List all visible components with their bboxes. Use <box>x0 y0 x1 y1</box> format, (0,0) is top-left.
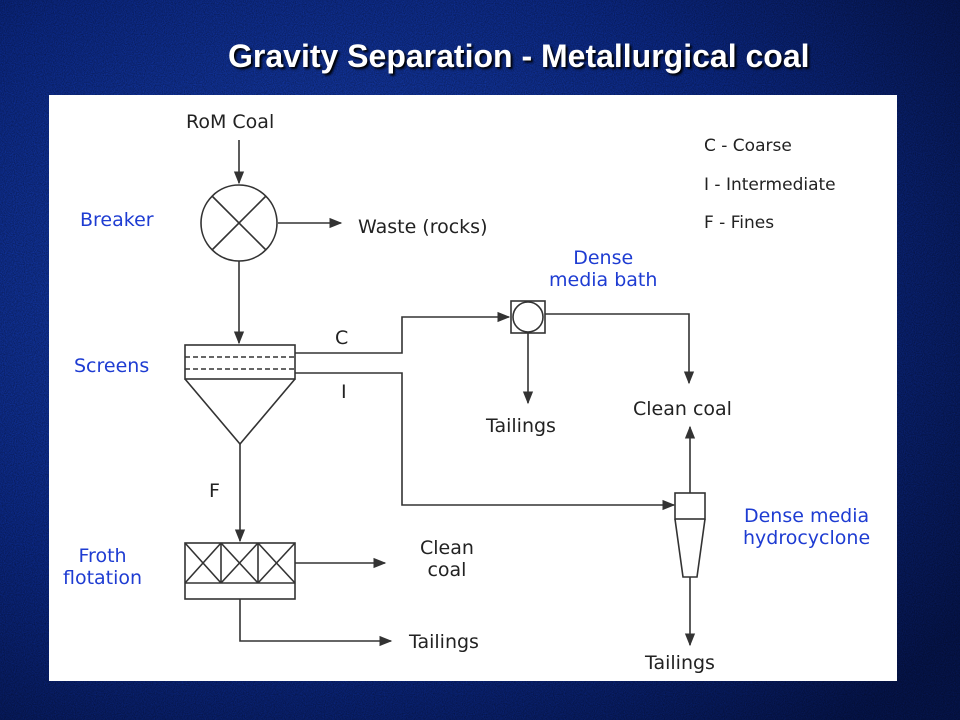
froth-flotation-label-line2: flotation <box>63 567 143 589</box>
froth-clean-coal-label-line2: coal <box>427 559 467 581</box>
dense-media-bath-label-line1: Dense <box>573 247 634 269</box>
froth-clean-coal-label: Clean coal <box>420 537 474 581</box>
hydrocyclone-label: Dense media hydrocyclone <box>743 505 870 549</box>
coarse-line <box>295 311 511 354</box>
slide-title: Gravity Separation - Metallurgical coal <box>228 38 810 74</box>
flow-diagram: RoM Coal Breaker Waste (rocks) Screens C… <box>49 95 897 681</box>
legend-intermediate: I - Intermediate <box>704 175 836 195</box>
screens-symbol <box>184 344 296 446</box>
breaker-symbol <box>200 184 278 262</box>
hydrocyclone-label-line1: Dense media <box>743 505 870 527</box>
dense-media-bath-symbol <box>510 300 546 334</box>
legend-coarse: C - Coarse <box>704 136 792 156</box>
waste-label: Waste (rocks) <box>358 216 488 238</box>
froth-tailings-line <box>239 599 393 647</box>
bath-tailings-label: Tailings <box>486 415 556 437</box>
bath-to-clean-coal-line <box>545 313 695 385</box>
fines-tag: F <box>209 480 220 502</box>
coarse-tag: C <box>335 327 349 349</box>
intermediate-tag: I <box>341 381 347 403</box>
cyclone-tailings-label: Tailings <box>645 652 715 674</box>
hydrocyclone-symbol <box>674 492 706 578</box>
legend-fines: F - Fines <box>704 213 775 233</box>
hydrocyclone-label-line2: hydrocyclone <box>743 527 871 549</box>
froth-flotation-symbol <box>184 542 296 600</box>
dense-media-bath-label-line2: media bath <box>549 269 658 291</box>
screens-label: Screens <box>74 355 150 377</box>
froth-flotation-label-line1: Froth <box>78 545 127 567</box>
clean-coal-label: Clean coal <box>633 398 732 420</box>
froth-flotation-label: Froth flotation <box>63 545 142 589</box>
rom-coal-label: RoM Coal <box>186 111 275 133</box>
dense-media-bath-label: Dense media bath <box>549 247 657 291</box>
froth-tailings-label: Tailings <box>409 631 479 653</box>
froth-clean-coal-label-line1: Clean <box>420 537 474 559</box>
breaker-label: Breaker <box>80 209 154 231</box>
intermediate-line <box>295 372 676 511</box>
